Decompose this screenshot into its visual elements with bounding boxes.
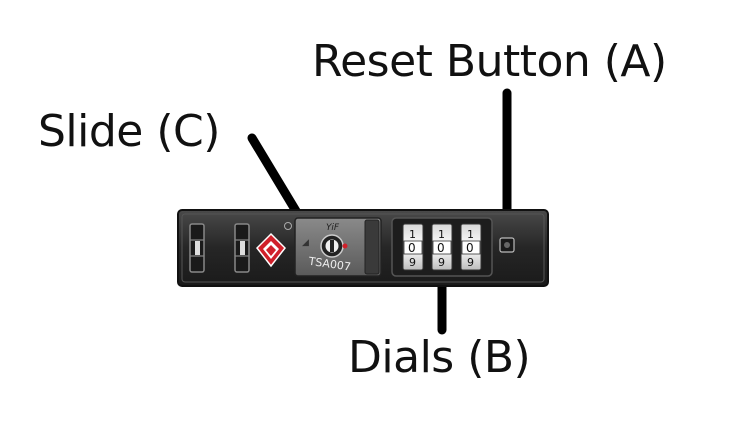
dial-1-bottom-digit: 9 [409, 256, 416, 269]
dial-3-bottom-digit: 9 [467, 256, 474, 269]
small-arrow-icon: ◢ [302, 238, 309, 248]
dial-1[interactable]: 1 0 9 [402, 223, 424, 271]
dial-1-top-digit: 1 [409, 228, 416, 241]
dial-2-middle-digit: 0 [437, 241, 445, 255]
dial-3[interactable]: 1 0 9 [460, 223, 482, 271]
tsa-diamond-icon [256, 232, 286, 268]
model-text: TSA007 [307, 255, 352, 274]
keyhole-icon [320, 234, 348, 258]
dials-label: Dials (B) [348, 332, 531, 383]
side-slots [189, 223, 250, 273]
dial-2[interactable]: 1 0 9 [431, 223, 453, 271]
dial-1-middle-digit: 0 [408, 241, 416, 255]
brand-text: YiF [326, 223, 340, 233]
registered-mark-icon [284, 222, 292, 230]
reset-button-label: Reset Button (A) [312, 36, 667, 87]
dial-2-bottom-digit: 9 [438, 256, 445, 269]
slide-label: Slide (C) [38, 106, 220, 157]
dial-3-middle-digit: 0 [466, 241, 474, 255]
dial-2-top-digit: 1 [438, 228, 445, 241]
reset-button-icon[interactable] [499, 237, 515, 253]
dial-3-top-digit: 1 [467, 228, 474, 241]
